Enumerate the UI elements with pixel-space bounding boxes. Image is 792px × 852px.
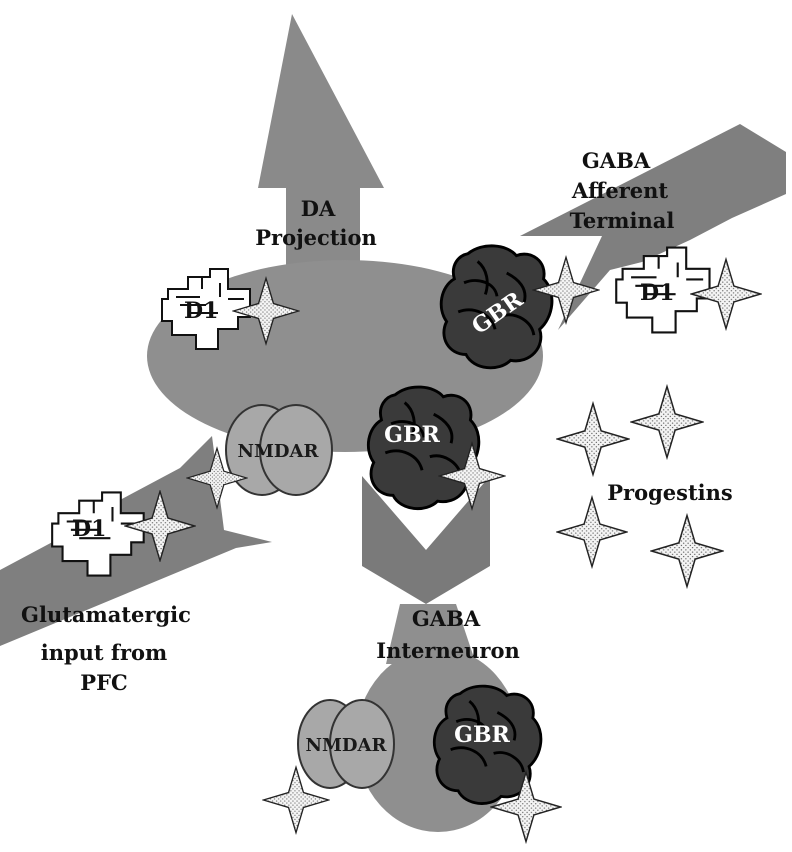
progestin-star xyxy=(556,496,628,568)
d1-label-afferent: D1 xyxy=(640,280,674,306)
nmdar-receptor-main: NMDAR xyxy=(225,404,333,496)
gaba-afferent-arrow xyxy=(520,124,786,330)
gaba-afferent-label-line1: GABA xyxy=(582,148,651,173)
gaba-interneuron-arrow xyxy=(362,476,490,604)
nmdar-label-interneuron: NMDAR xyxy=(306,735,388,756)
progestin-star xyxy=(630,385,704,459)
interneuron-neck xyxy=(386,604,476,664)
da-projection-arrow xyxy=(258,14,384,268)
nmdar-label-main: NMDAR xyxy=(238,441,320,462)
d1-label-glutamatergic: D1 xyxy=(72,516,106,542)
d1-receptor-main: D1 xyxy=(160,267,252,351)
gbr-receptor-afferent: GBR xyxy=(439,244,554,370)
gaba-afferent-label-line3: Terminal xyxy=(570,208,675,233)
progestins-label: Progestins xyxy=(607,480,733,505)
gaba-interneuron-label-line2: Interneuron xyxy=(376,638,519,663)
d1-label-main: D1 xyxy=(184,298,218,324)
progestin-star xyxy=(650,514,724,588)
gbr-label-center: GBR xyxy=(384,422,440,448)
gbr-receptor-center: GBR xyxy=(366,385,481,511)
gaba-interneuron-label-line1: GABA xyxy=(412,606,481,631)
d1-receptor-glutamatergic: D1 xyxy=(50,491,145,577)
glutamatergic-label-line2: input from xyxy=(41,640,168,665)
d1-receptor-afferent: D1 xyxy=(615,246,711,334)
progestin-star xyxy=(556,402,630,476)
nmdar-receptor-interneuron: NMDAR xyxy=(297,699,395,789)
glutamatergic-label-line1: Glutamatergic xyxy=(21,602,191,627)
da-projection-label-line2: Projection xyxy=(255,225,377,250)
glutamatergic-label-line3: PFC xyxy=(80,670,127,695)
gbr-receptor-interneuron: GBR xyxy=(432,684,543,805)
gaba-afferent-label-line2: Afferent xyxy=(571,178,669,203)
da-projection-label-line1: DA xyxy=(301,196,336,221)
gbr-label-interneuron: GBR xyxy=(454,722,510,748)
